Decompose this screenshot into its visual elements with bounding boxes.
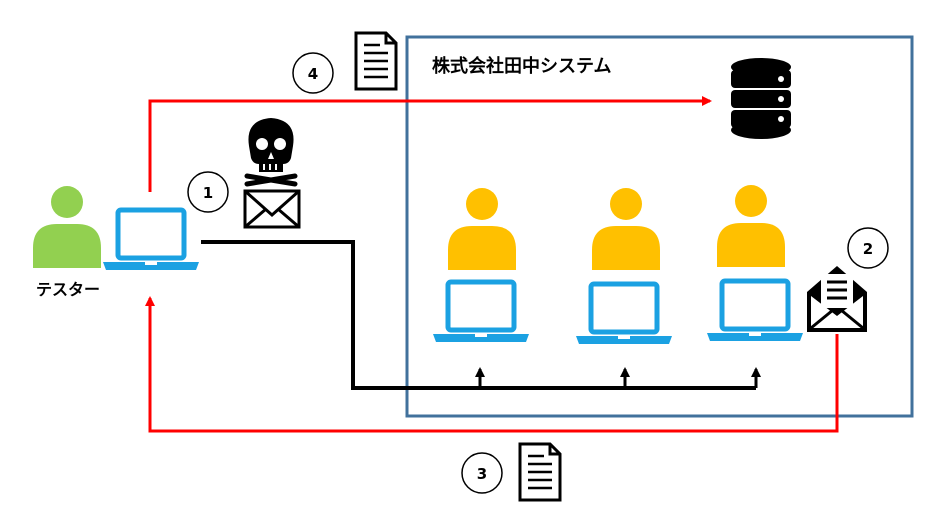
- employee-1-icon: [448, 188, 516, 270]
- tester-label: テスター: [36, 280, 100, 299]
- email-distribution-line: [201, 240, 756, 390]
- employee-2-laptop-icon: [576, 284, 672, 344]
- tester-laptop-icon: [103, 210, 199, 270]
- skull-icon: [244, 118, 298, 187]
- tester-person-icon: [33, 186, 101, 268]
- step-circle-4: 4: [292, 52, 334, 94]
- arrow-reply-to-tester: [145, 296, 839, 433]
- employee-3-icon: [717, 185, 785, 267]
- open-mail-icon: [807, 266, 867, 332]
- step-circle-3: 3: [461, 452, 503, 494]
- document-icon-step-4: [354, 31, 398, 91]
- employee-3-laptop-icon: [707, 281, 803, 341]
- step-circle-2: 2: [847, 227, 889, 269]
- employee-1-laptop-icon: [433, 282, 529, 342]
- employee-2-icon: [592, 188, 660, 270]
- database-server-icon: [731, 58, 791, 139]
- step-number-3: 3: [477, 465, 487, 483]
- step-circle-1: 1: [187, 171, 229, 213]
- step-number-4: 4: [308, 65, 318, 83]
- arrow-to-server: [148, 96, 712, 192]
- mail-icon: [243, 189, 301, 229]
- company-name: 株式会社田中システム: [432, 55, 611, 77]
- step-number-2: 2: [863, 240, 873, 258]
- company-boundary: [405, 35, 914, 418]
- document-icon-step-3: [518, 442, 562, 502]
- step-number-1: 1: [203, 184, 213, 202]
